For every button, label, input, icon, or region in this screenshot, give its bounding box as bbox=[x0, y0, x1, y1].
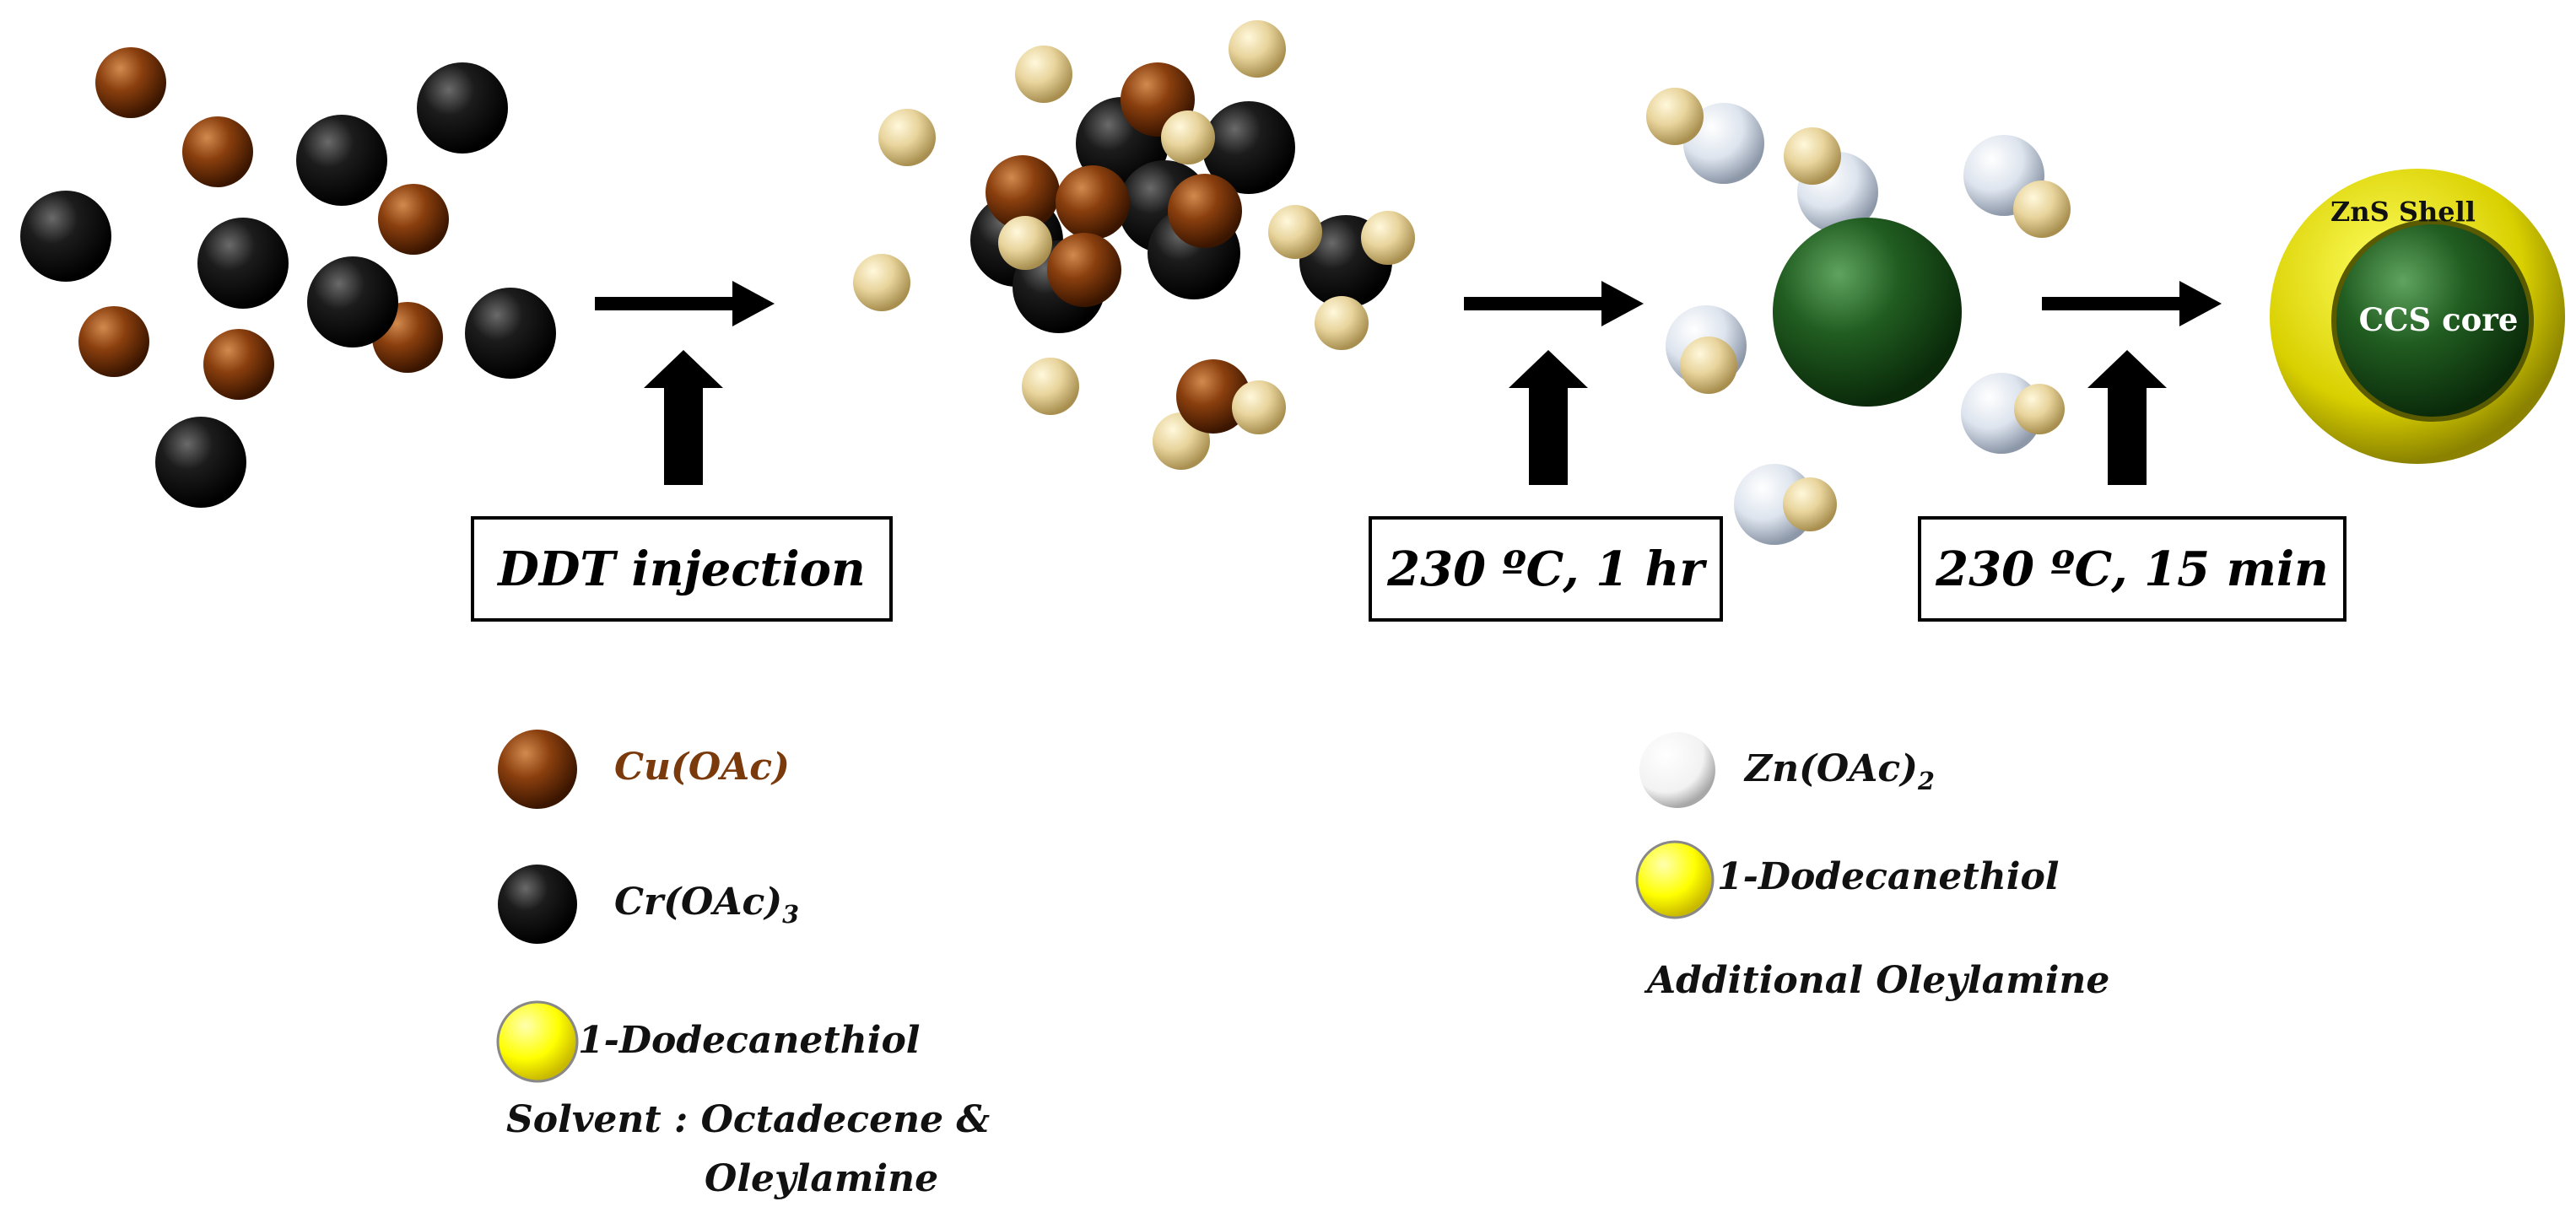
ddt-particle bbox=[2013, 180, 2071, 238]
cr-particle bbox=[465, 288, 556, 379]
step-shell-growth-box: 230 ºC, 15 min bbox=[1918, 516, 2346, 622]
stage2-mixture bbox=[853, 20, 1415, 470]
cu-particle bbox=[1056, 165, 1130, 240]
ddt-particle bbox=[878, 109, 936, 166]
reaction-arrow-3 bbox=[2042, 281, 2222, 485]
cr-particle bbox=[197, 218, 289, 309]
ddt-particle bbox=[1229, 20, 1286, 78]
cu-particle bbox=[378, 184, 449, 255]
legend-swatches bbox=[496, 730, 1715, 1083]
cr-particle bbox=[296, 115, 387, 206]
ddt-particle bbox=[1784, 127, 1841, 185]
ddt-particle bbox=[998, 216, 1052, 270]
legend-additional-oleylamine: Additional Oleylamine bbox=[1647, 959, 2110, 1002]
ccs-core bbox=[2331, 219, 2534, 422]
cu-particle bbox=[986, 155, 1060, 229]
cr-subscript: 3 bbox=[782, 899, 800, 929]
stage3-core-formation bbox=[1646, 88, 2071, 545]
legend-cu-label: Cu(OAc) bbox=[614, 746, 790, 789]
ddt-particle bbox=[1232, 380, 1286, 434]
cr-particle bbox=[1202, 101, 1295, 194]
legend-ddt-label-right: 1-Dodecanethiol bbox=[1717, 855, 2060, 898]
cr-particle bbox=[20, 191, 111, 282]
step-ddt-injection-label: DDT injection bbox=[498, 541, 866, 597]
legend-solvent-line1: Solvent : Octadecene & bbox=[506, 1098, 991, 1141]
ddt-particle bbox=[1015, 46, 1072, 103]
stage1-precursors bbox=[20, 47, 556, 508]
core-shell-product: ZnS Shell CCS core bbox=[2270, 169, 2565, 464]
step-core-growth-label: 230 ºC, 1 hr bbox=[1387, 541, 1704, 597]
cr-particle bbox=[155, 417, 246, 508]
cr-particle bbox=[417, 62, 508, 154]
cu-particle bbox=[1168, 174, 1242, 248]
cu-particle bbox=[78, 306, 149, 377]
cu-particle bbox=[203, 329, 274, 400]
cu-particle bbox=[95, 47, 166, 118]
step-ddt-injection-box: DDT injection bbox=[471, 516, 893, 622]
step-shell-growth-label: 230 ºC, 15 min bbox=[1936, 541, 2329, 597]
cr-legend-swatch bbox=[498, 865, 577, 944]
legend-zn-label: Zn(OAc)2 bbox=[1745, 747, 1935, 795]
ddt-particle bbox=[1315, 296, 1369, 350]
cu-legend-swatch bbox=[498, 730, 577, 809]
cu-particle bbox=[1047, 233, 1121, 307]
ccs-core-particle bbox=[1773, 218, 1962, 407]
legend-cr-label: Cr(OAc)3 bbox=[614, 881, 800, 929]
ddt-particle bbox=[853, 254, 910, 311]
zns-shell-label: ZnS Shell bbox=[2330, 196, 2476, 228]
ddt-legend-swatch-right bbox=[1635, 840, 1715, 919]
ddt-particle bbox=[1646, 88, 1704, 145]
cu-particle bbox=[1176, 359, 1250, 434]
ddt-particle bbox=[1361, 211, 1415, 265]
ddt-particle bbox=[1783, 477, 1837, 531]
cr-particle bbox=[307, 256, 398, 348]
ddt-particle bbox=[1680, 337, 1737, 394]
zn-particle bbox=[1683, 103, 1764, 184]
ddt-particle bbox=[1161, 110, 1215, 164]
reaction-arrow-1 bbox=[595, 281, 775, 485]
ddt-particle bbox=[1268, 205, 1322, 259]
reaction-arrow-2 bbox=[1464, 281, 1644, 485]
zn-legend-swatch bbox=[1639, 732, 1715, 808]
cu-particle bbox=[182, 116, 253, 187]
ddt-particle bbox=[1022, 358, 1079, 415]
ccs-core-label: CCS core bbox=[2359, 301, 2519, 338]
legend-ddt-label: 1-Dodecanethiol bbox=[578, 1019, 921, 1062]
legend-solvent-line2: Oleylamine bbox=[705, 1157, 939, 1200]
ddt-legend-swatch bbox=[496, 1000, 579, 1083]
ddt-particle bbox=[2014, 384, 2065, 434]
zn-subscript: 2 bbox=[1918, 766, 1935, 795]
step-core-growth-box: 230 ºC, 1 hr bbox=[1369, 516, 1723, 622]
